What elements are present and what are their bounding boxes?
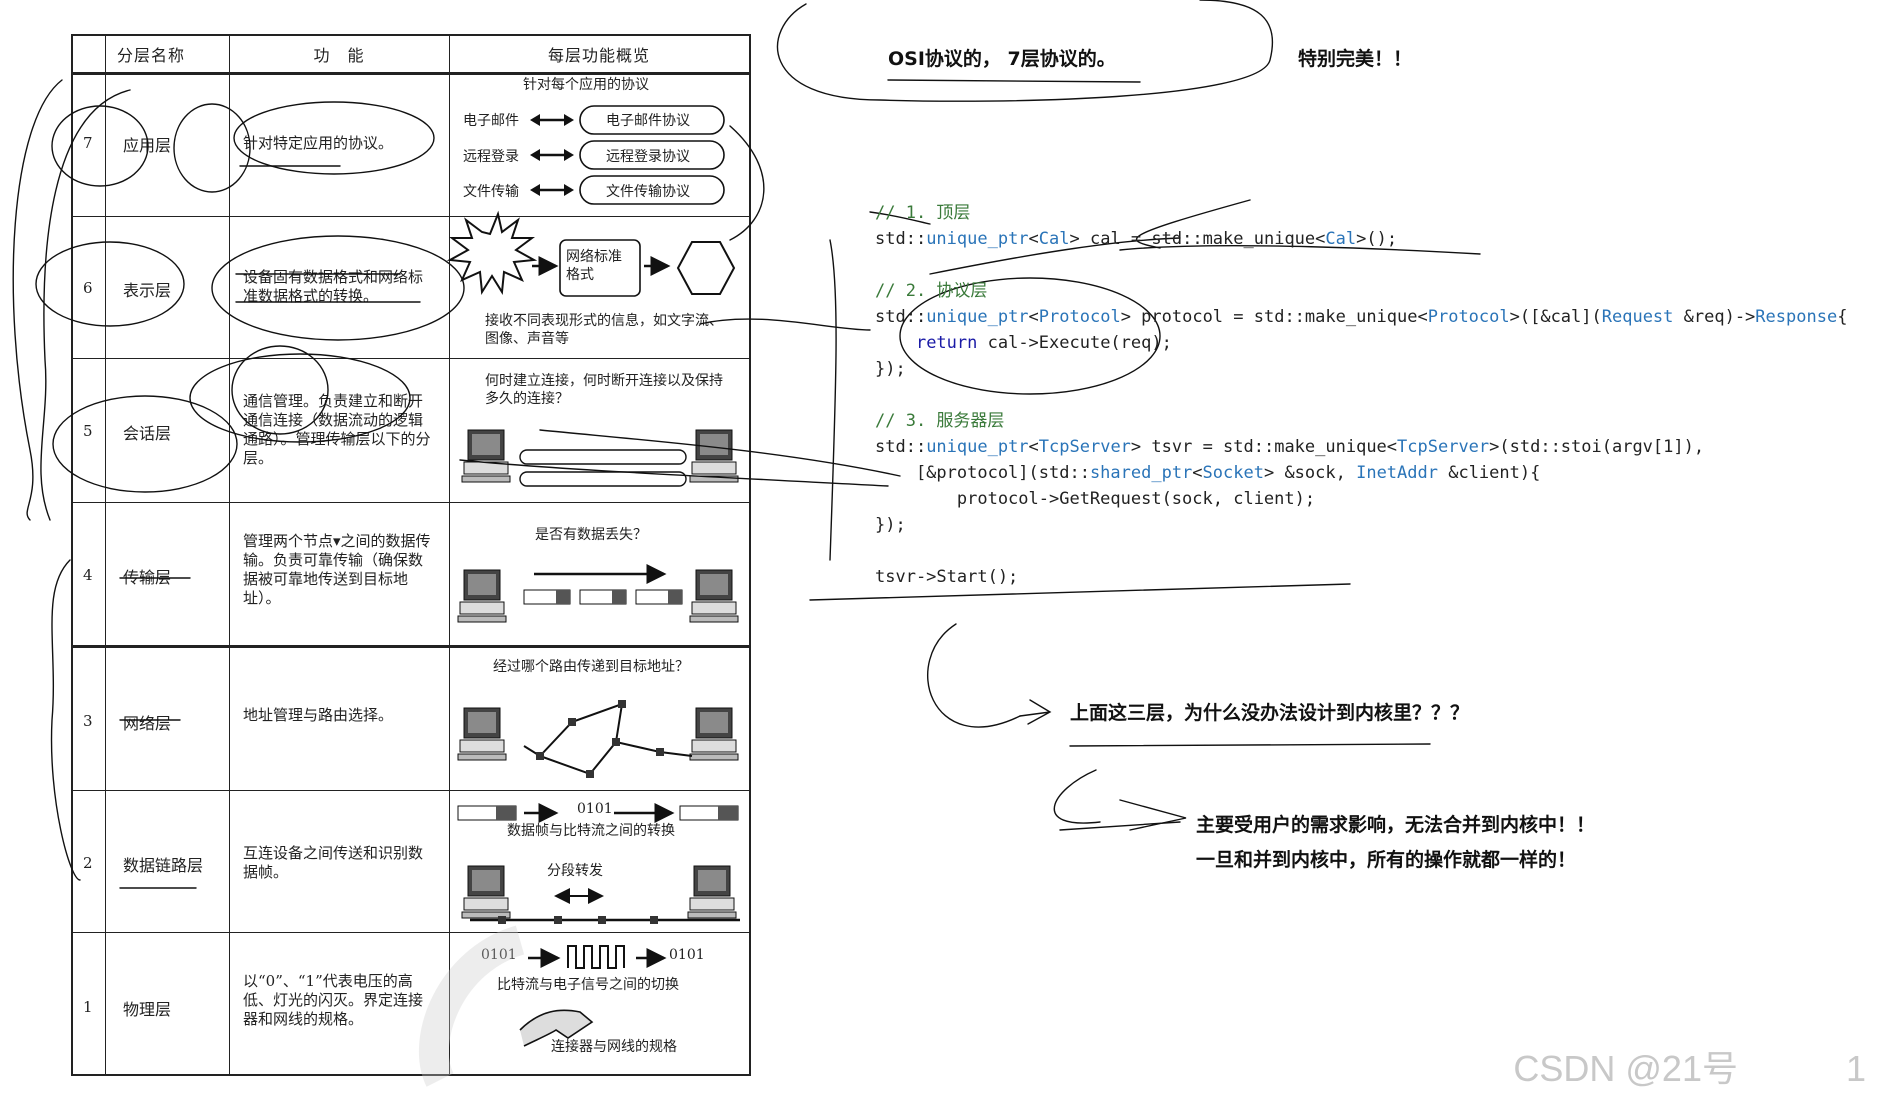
row-divider (73, 72, 749, 75)
row-divider (73, 790, 749, 791)
protocol-label: 远程登录协议 (606, 149, 690, 165)
comment-text: // 1. 顶层 (875, 203, 971, 223)
overview-title: 针对每个应用的协议 (523, 77, 649, 93)
layer-number: 4 (83, 566, 93, 584)
layer-name: 物理层 (123, 1000, 172, 1019)
note-perfect: 特别完美！！ (1298, 48, 1413, 70)
overview-caption: 经过哪个路由传递到目标地址？ (493, 659, 689, 675)
comment-text: // 2. 协议层 (875, 281, 988, 301)
overview-caption: 接收不同表现形式的信息，如文字流、图像、声音等 (485, 313, 723, 347)
layer-name: 网络层 (123, 714, 172, 733)
layer-function: 以“0”、“1”代表电压的高低、灯光的闪灭。界定连接器和网线的规格。 (243, 972, 424, 1028)
format-box-label: 网络标准格式 (566, 249, 622, 283)
layer-name: 数据链路层 (123, 856, 204, 875)
datalink-diagram (457, 803, 740, 924)
col-divider (229, 36, 230, 1074)
note-question: 上面这三层，为什么没办法设计到内核里？？？ (1070, 702, 1470, 724)
comment-text: // 3. 服务器层 (875, 411, 1005, 431)
code-line: return cal->Execute(req); (915, 333, 1172, 353)
row-divider (73, 216, 749, 217)
transport-diagram (457, 564, 739, 623)
code-line: }); (875, 515, 906, 535)
layer-function: 通信管理。负责建立和断开通信连接（数据流动的逻辑通路）。管理传输层以下的分层。 (243, 392, 431, 467)
overview-caption: 连接器与网线的规格 (551, 1039, 677, 1055)
layer-name: 表示层 (123, 281, 172, 300)
app-label: 文件传输 (463, 184, 519, 200)
code-comment: // 2. 协议层 (875, 278, 987, 304)
app-protocol-diagram (530, 105, 725, 205)
session-diagram (461, 429, 739, 487)
code-line: tsvr->Start(); (875, 567, 1019, 587)
code-line: std::unique_ptr<Cal> cal = std::make_uni… (875, 229, 1398, 249)
physical-diagram (418, 925, 667, 1087)
layer-number: 7 (83, 134, 93, 152)
code-line: [&protocol](std::shared_ptr<Socket> &soc… (875, 463, 1541, 483)
bits-label: 0101 (577, 801, 613, 817)
code-comment: // 1. 顶层 (875, 200, 970, 226)
layer-number: 2 (83, 854, 93, 872)
overview-caption: 何时建立连接，何时断开连接以及保持多久的连接？ (485, 373, 723, 407)
layer-function: 针对特定应用的协议。 (243, 134, 394, 152)
note-answer-2: 一旦和并到内核中，所有的操作就都一样的！ (1196, 849, 1577, 871)
header-layer-name: 分层名称 (116, 46, 185, 65)
col-divider (105, 36, 106, 1074)
overview-caption: 是否有数据丢失？ (535, 527, 647, 543)
code-line: }); (875, 359, 906, 379)
app-label: 电子邮件 (463, 113, 519, 129)
bits-label: 0101 (669, 947, 705, 963)
row-divider (73, 358, 749, 359)
watermark: CSDN @21号 1 (1513, 1048, 1866, 1089)
handwriting-strokes (12, 0, 1481, 889)
code-block: // 1. 顶层 std::unique_ptr<Cal> cal = std:… (875, 200, 1847, 587)
row-divider (73, 932, 749, 933)
routing-diagram (457, 700, 739, 778)
layer-function: 管理两个节点▾之间的数据传输。负责可靠传输（确保数据被可靠地传送到目标地址）。 (243, 532, 431, 607)
col-divider (449, 36, 450, 1074)
layer-number: 3 (83, 712, 93, 730)
code-line: std::unique_ptr<Protocol> protocol = std… (875, 307, 1848, 327)
code-comment: // 3. 服务器层 (875, 408, 1004, 434)
overview-caption: 分段转发 (547, 863, 603, 879)
protocol-label: 电子邮件协议 (606, 113, 690, 129)
overview-caption: 比特流与电子信号之间的切换 (497, 977, 679, 993)
layer-number: 6 (83, 279, 93, 297)
layer-name: 会话层 (123, 424, 172, 443)
header-function: 功 能 (313, 46, 365, 65)
layer-number: 5 (83, 422, 93, 440)
overview-caption: 数据帧与比特流之间的转换 (507, 823, 675, 839)
row-divider (73, 502, 749, 503)
note-answer-1: 主要受用户的需求影响，无法合并到内核中！！ (1196, 814, 1596, 836)
row-divider (73, 645, 749, 648)
layer-function: 设备固有数据格式和网络标准数据格式的转换。 (243, 268, 424, 305)
layer-name: 应用层 (123, 136, 172, 155)
app-label: 远程登录 (463, 149, 519, 165)
code-line: protocol->GetRequest(sock, client); (875, 489, 1316, 509)
format-conversion-diagram (446, 210, 736, 297)
layer-function: 互连设备之间传送和识别数据帧。 (243, 844, 424, 881)
layer-number: 1 (83, 998, 93, 1016)
note-osi-title: OSI协议的， 7层协议的。 (888, 48, 1116, 70)
osi-table: 分层名称 功 能 每层功能概览 7 应用层 针对特定应用的协议。 针对每个应用的… (71, 34, 751, 1076)
bits-label: 0101 (481, 947, 517, 963)
code-line: std::unique_ptr<TcpServer> tsvr = std::m… (875, 437, 1705, 457)
header-overview: 每层功能概览 (547, 46, 650, 65)
layer-function: 地址管理与路由选择。 (243, 706, 394, 724)
protocol-label: 文件传输协议 (606, 184, 690, 200)
